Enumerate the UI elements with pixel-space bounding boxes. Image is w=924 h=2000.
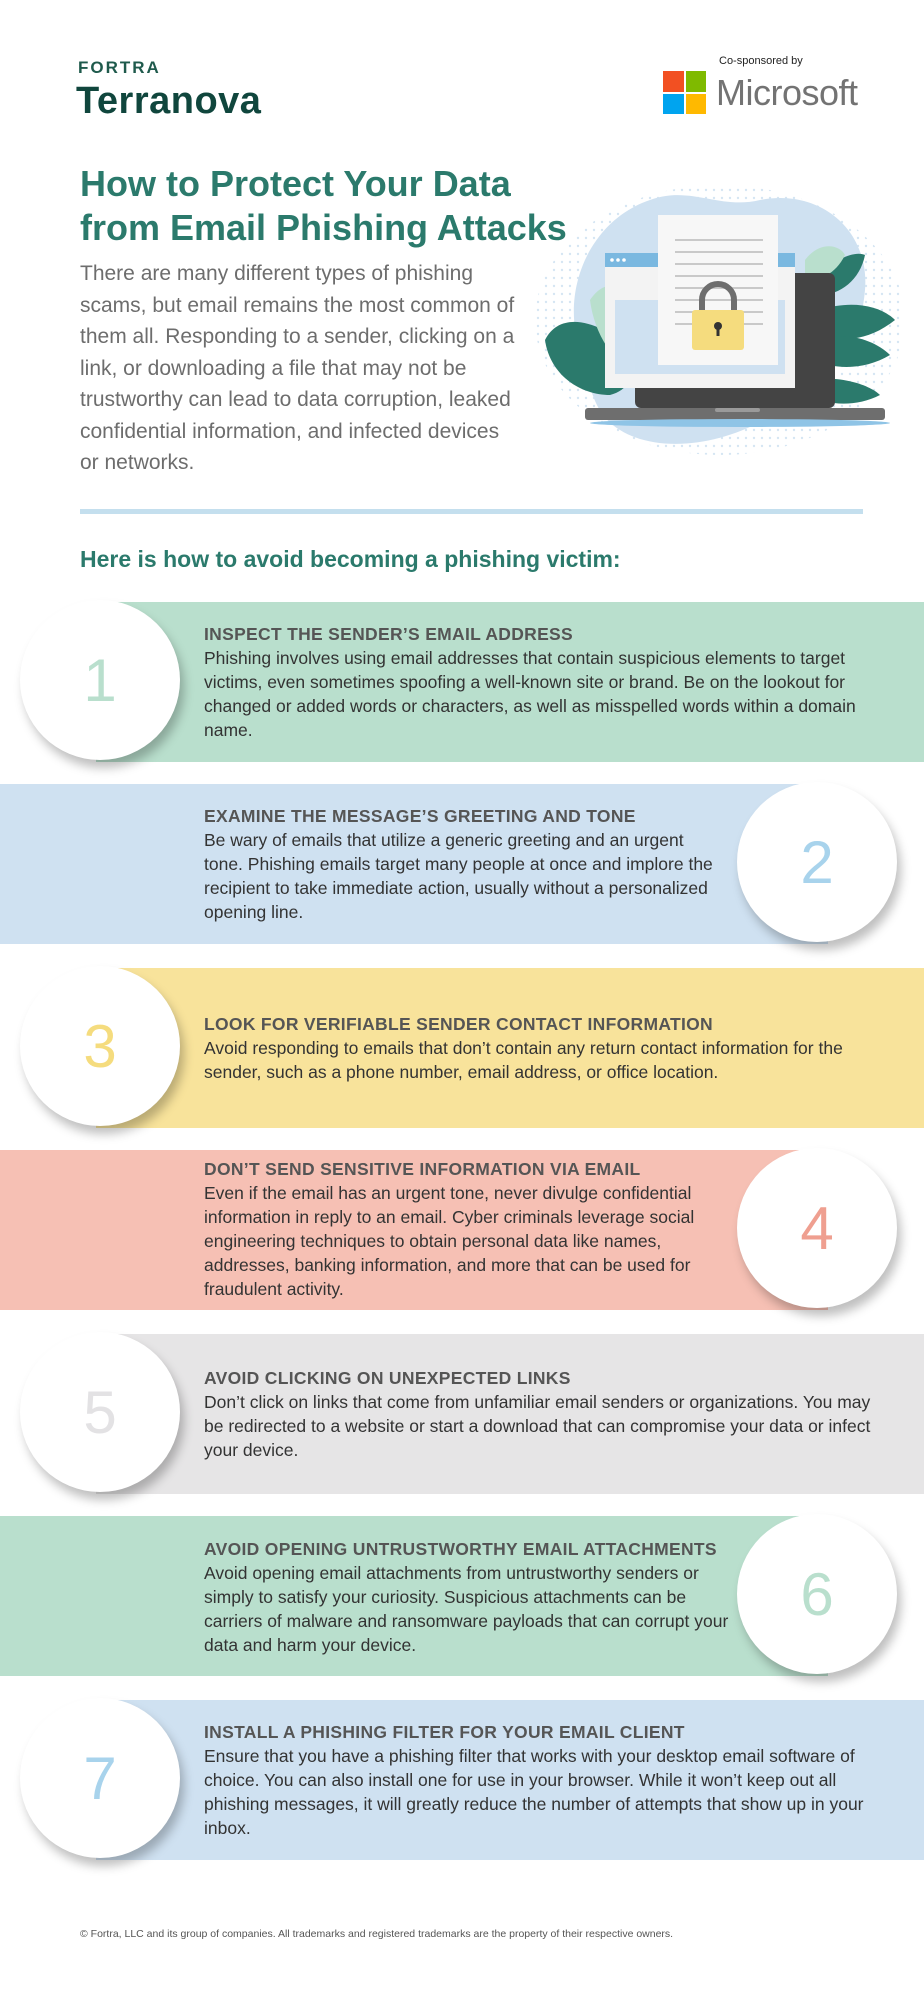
cosponsor-label: Co-sponsored by [719, 55, 803, 67]
tip-body-4: Even if the email has an urgent tone, ne… [204, 1183, 695, 1299]
tip-band-1 [96, 602, 924, 762]
title-line-2: from Email Phishing Attacks [80, 207, 567, 248]
tip-body-5: Don’t click on links that come from unfa… [204, 1392, 871, 1460]
page-title: How to Protect Your Data from Email Phis… [80, 162, 600, 250]
tip-body-1: Phishing involves using email addresses … [204, 648, 856, 740]
tip-content-7: INSTALL A PHISHING FILTER FOR YOUR EMAIL… [204, 1720, 874, 1840]
tip-band-6 [0, 1516, 828, 1676]
tip-number-circle-3: 3 [20, 966, 180, 1126]
tip-title-4: DON’T SEND SENSITIVE INFORMATION VIA EMA… [204, 1159, 641, 1179]
tip-title-2: EXAMINE THE MESSAGE’S GREETING AND TONE [204, 806, 636, 826]
tip-body-6: Avoid opening email attachments from unt… [204, 1563, 729, 1655]
tip-title-6: AVOID OPENING UNTRUSTWORTHY EMAIL ATTACH… [204, 1539, 717, 1559]
tip-content-5: AVOID CLICKING ON UNEXPECTED LINKS Don’t… [204, 1366, 874, 1462]
tip-title-5: AVOID CLICKING ON UNEXPECTED LINKS [204, 1368, 571, 1388]
microsoft-logo-icon [663, 71, 706, 114]
intro-paragraph: There are many different types of phishi… [80, 262, 515, 474]
tip-band-3 [96, 968, 924, 1128]
tip-band-5 [96, 1334, 924, 1494]
terranova-logo-text: Terranova [76, 80, 262, 122]
tip-body-2: Be wary of emails that utilize a generic… [204, 830, 713, 922]
section-heading: Here is how to avoid becoming a phishing… [80, 546, 621, 572]
title-line-1: How to Protect Your Data [80, 163, 511, 204]
tip-number-circle-5: 5 [20, 1332, 180, 1492]
copyright-footer: © Fortra, LLC and its group of companies… [80, 1928, 674, 1940]
tip-content-4: DON’T SEND SENSITIVE INFORMATION VIA EMA… [204, 1157, 714, 1301]
tip-title-1: INSPECT THE SENDER’S EMAIL ADDRESS [204, 624, 574, 644]
tip-title-3: LOOK FOR VERIFIABLE SENDER CONTACT INFOR… [204, 1014, 713, 1034]
section-divider [80, 509, 863, 514]
tip-band-4 [0, 1150, 828, 1310]
tip-number-circle-4: 4 [737, 1148, 897, 1308]
tip-number-circle-2: 2 [737, 782, 897, 942]
tip-band-2 [0, 784, 828, 944]
microsoft-wordmark: Microsoft [716, 72, 858, 113]
tip-body-7: Ensure that you have a phishing filter t… [204, 1746, 864, 1838]
tip-content-6: AVOID OPENING UNTRUSTWORTHY EMAIL ATTACH… [204, 1537, 734, 1657]
tip-content-2: EXAMINE THE MESSAGE’S GREETING AND TONE … [204, 804, 724, 924]
tip-band-7 [96, 1700, 924, 1860]
tip-number-circle-7: 7 [20, 1698, 180, 1858]
tip-content-3: LOOK FOR VERIFIABLE SENDER CONTACT INFOR… [204, 1012, 874, 1084]
fortra-logo-text: FORTRA [78, 58, 161, 77]
tip-number-circle-6: 6 [737, 1514, 897, 1674]
tip-title-7: INSTALL A PHISHING FILTER FOR YOUR EMAIL… [204, 1722, 685, 1742]
tip-body-3: Avoid responding to emails that don’t co… [204, 1038, 843, 1082]
tip-content-1: INSPECT THE SENDER’S EMAIL ADDRESS Phish… [204, 622, 864, 742]
tip-number-circle-1: 1 [20, 600, 180, 760]
laptop-lock-illustration-icon [520, 180, 905, 470]
